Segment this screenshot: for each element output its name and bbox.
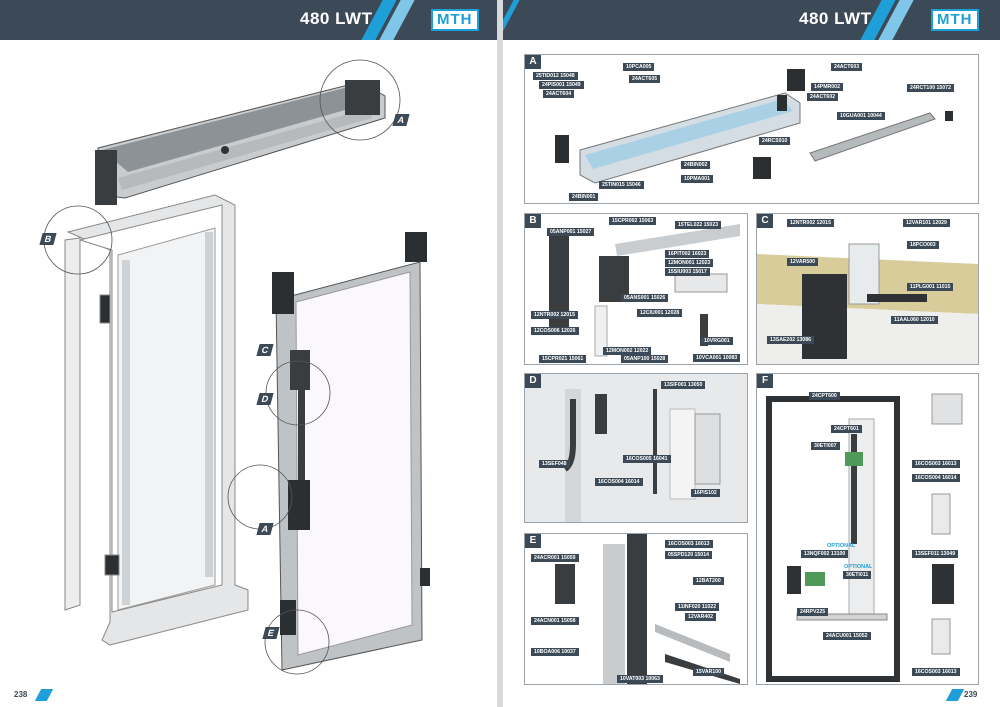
part-code: 15CPR021 15061: [539, 355, 587, 363]
part-code: 13SIF001 13050: [661, 381, 706, 389]
panel-b-drawing: [549, 224, 740, 357]
panel-e: E 16COS003 16013 24ACR001 15059 05SPD120…: [524, 533, 748, 685]
part-code: 13SEF011 13049: [912, 550, 959, 558]
part-code: 15TEL022 15023: [675, 221, 722, 229]
panel-c: C 12NTR002 12015 12VAR101 12029 18PCO003…: [756, 213, 979, 365]
part-code: 12COS006 12026: [531, 327, 579, 335]
part-code: 24BIN002: [681, 161, 711, 169]
part-code: 14PMR002: [811, 83, 843, 91]
part-code: 12VAR101 12029: [903, 219, 950, 227]
part-code: 12MON002 12022: [603, 347, 652, 355]
part-code: 12VAR402: [685, 613, 716, 621]
part-code: 12BAT200: [693, 577, 724, 585]
panel-d: D 13SIF001 13050 13SEF048 16COS005 16041…: [524, 373, 748, 523]
part-code: 24ACT605: [629, 75, 661, 83]
part-code: 10VCA001 10083: [693, 354, 741, 362]
part-code: 16COS004 16014: [595, 478, 643, 486]
part-code: 12VAR500: [787, 258, 818, 266]
right-header: 480 LWT MTH: [503, 0, 1000, 40]
part-code: 05ANS001 15026: [621, 294, 669, 302]
part-code: 30ETI011: [843, 571, 872, 579]
optional-label: OPTIONAL: [844, 564, 873, 570]
part-code: 15CPR002 15063: [609, 217, 657, 225]
part-code: 24ACT603: [831, 63, 863, 71]
part-code: 10PMA001: [681, 175, 713, 183]
part-code: 16COS004 16014: [912, 474, 960, 482]
right-page: 480 LWT MTH A 25TID012 15048 24PIS001 15…: [503, 0, 1000, 707]
part-code: 24BIN001: [569, 193, 599, 201]
panel-letter: D: [525, 374, 541, 388]
part-code: 24CPT600: [809, 392, 840, 400]
part-code: 18PCO003: [907, 241, 939, 249]
part-code: 24ACU001 15052: [823, 632, 871, 640]
right-header-title: 480 LWT: [799, 9, 872, 28]
part-code: 11INF020 11022: [675, 603, 720, 611]
part-code: 25TID012 15048: [533, 72, 578, 80]
panel-d-drawing: [563, 389, 721, 522]
part-code: 10PCA005: [623, 63, 655, 71]
part-code: 10GUA001 10044: [837, 112, 885, 120]
part-code: 13SEF048: [539, 460, 570, 468]
part-code: 24ACR001 15059: [531, 554, 579, 562]
part-code: 16PIS102: [691, 489, 720, 497]
part-code: 25TIN015 15046: [599, 181, 644, 189]
part-code: 24ACT604: [543, 90, 575, 98]
part-code: 15SIU003 15017: [665, 268, 710, 276]
door-frame-drawing: [64, 194, 249, 646]
page-number-left: 238: [14, 690, 28, 699]
part-code: 16COS003 16013: [912, 460, 960, 468]
part-code: 10VAT003 10063: [617, 675, 663, 683]
part-code: 12CIU001 12028: [637, 309, 683, 317]
part-code: 24RCT100 15072: [907, 84, 954, 92]
optional-label: OPTIONAL: [827, 543, 856, 549]
panel-a-drawing: [555, 69, 953, 184]
mth-logo: MTH: [931, 9, 979, 31]
part-code: 13SAE202 13086: [767, 336, 814, 344]
part-code: 24ACT602: [807, 93, 839, 101]
roller-cassette-drawing: [95, 80, 386, 205]
door-leaf-drawing: [272, 232, 430, 671]
exploded-door-illustration: [43, 59, 430, 675]
part-code: 24CPT601: [831, 425, 862, 433]
part-code: 24ACN001 15058: [531, 617, 579, 625]
mth-logo: MTH: [431, 9, 479, 31]
left-header: 480 LWT MTH: [0, 0, 497, 40]
part-code: 30ETI007: [811, 442, 840, 450]
part-code: 05ANP001 15027: [547, 228, 595, 236]
part-code: 11AAL060 12010: [891, 316, 938, 324]
page-number-right: 239: [964, 690, 978, 699]
part-code: 11PLG001 11015: [907, 283, 954, 291]
part-code: 16PIT002 16023: [665, 250, 710, 258]
part-code: 10VRG001: [701, 337, 733, 345]
part-code: 12MON001 12023: [665, 259, 714, 267]
left-header-title: 480 LWT: [300, 9, 373, 28]
part-code: 15VAR100: [693, 668, 724, 676]
panel-e-drawing: [555, 534, 740, 684]
part-code: 10BOA006 10037: [531, 648, 579, 656]
panel-letter: A: [525, 55, 541, 69]
panel-letter: C: [757, 214, 773, 228]
panel-letter: F: [757, 374, 773, 388]
page-number-bar: [945, 689, 965, 701]
part-code: 16COS005 16041: [623, 455, 671, 463]
part-code: 24RPV225: [797, 608, 829, 616]
part-code: 12NTR002 12015: [787, 219, 834, 227]
part-code: 13NQF002 13100: [801, 550, 849, 558]
header-stripe: [503, 0, 520, 40]
panel-b: B 15CPR002 15063 15TEL022 15023 05ANP001…: [524, 213, 748, 365]
left-page: 480 LWT MTH: [0, 0, 497, 707]
panel-f: F 24CPT600 24CPT601 30ETI007 16COS003 16…: [756, 373, 979, 685]
part-code: 12NTR002 12015: [531, 311, 578, 319]
panel-c-drawing: [757, 243, 978, 364]
panel-letter: B: [525, 214, 541, 228]
part-code: 05SPD120 15014: [665, 551, 712, 559]
part-code: 16COS003 16013: [912, 668, 960, 676]
panel-letter: E: [525, 534, 541, 548]
part-code: 05ANP100 15028: [621, 355, 669, 363]
part-code: 16COS003 16013: [665, 540, 713, 548]
part-code: 24RCS910: [759, 137, 791, 145]
part-code: 24PIS001 15049: [539, 81, 584, 89]
panel-a: A 25TID012 15048 24PIS001 15049 24ACT604…: [524, 54, 979, 204]
